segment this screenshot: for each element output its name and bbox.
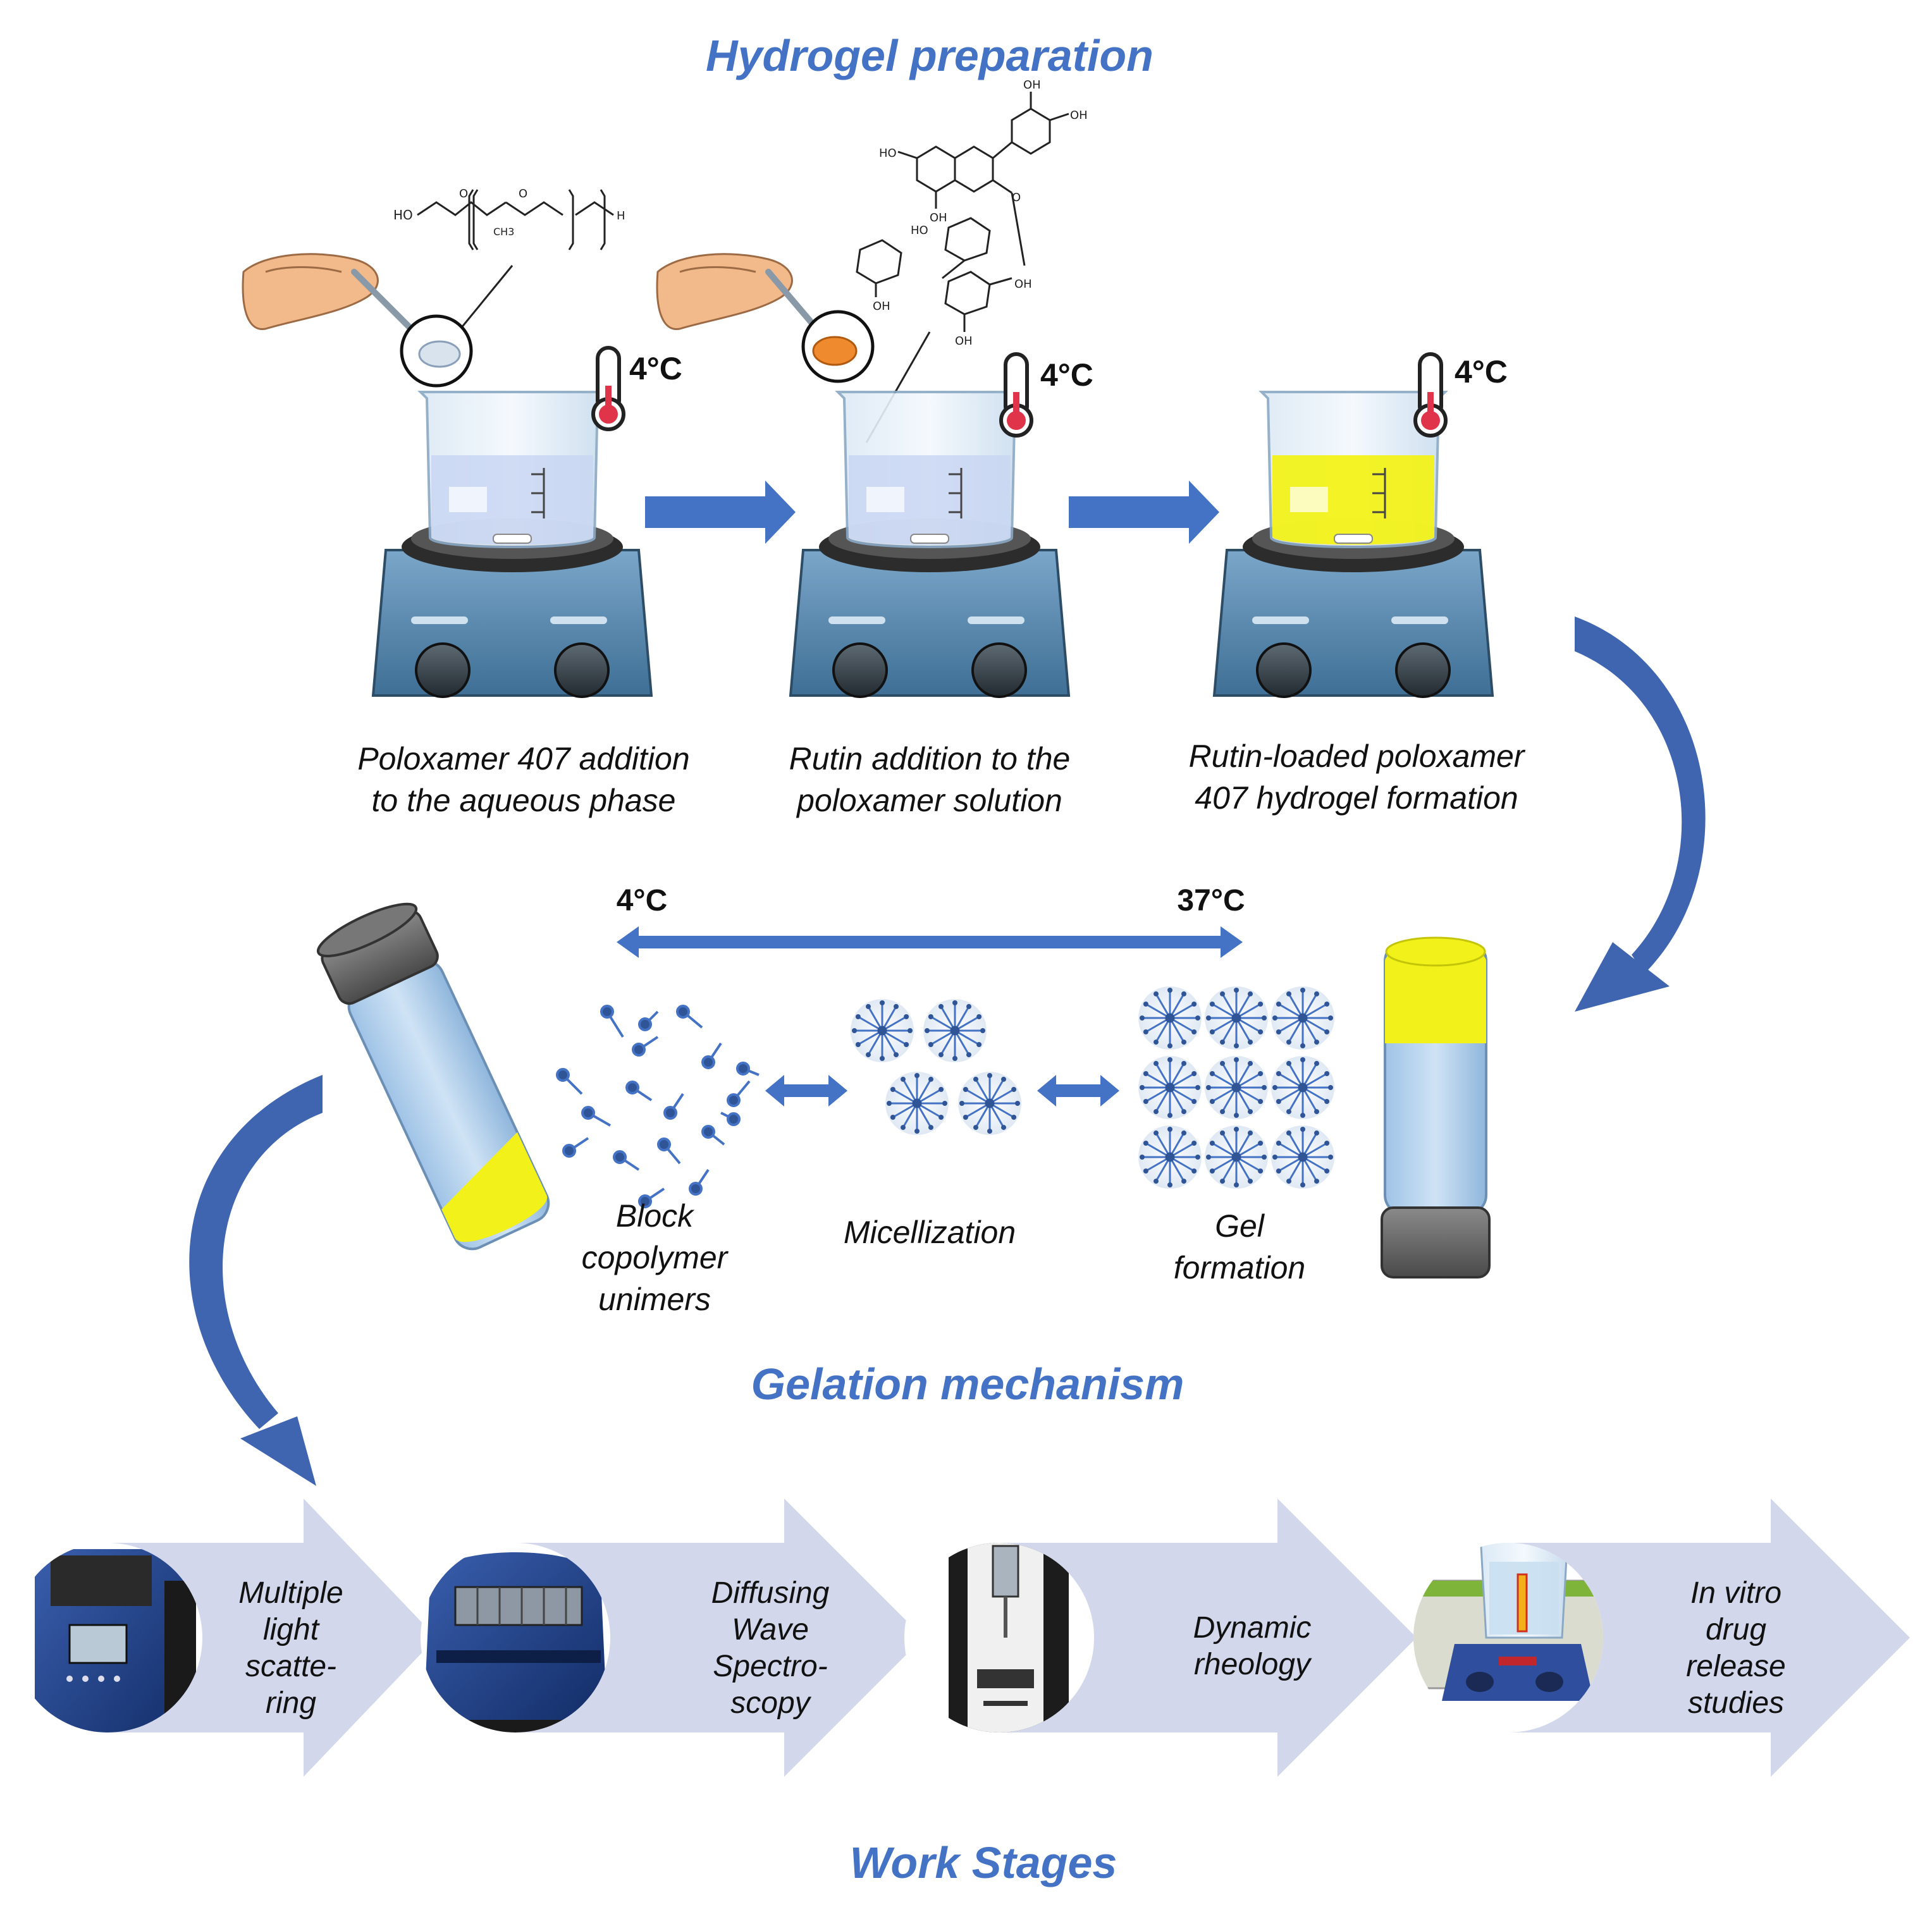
stage2-label-line4: scopy (730, 1686, 811, 1720)
poloxamer-label-o1: O (459, 187, 468, 200)
temp-label-step2: 4°C (1040, 357, 1093, 393)
rutin-label-o: O (1012, 191, 1021, 204)
stage4-label-line4: studies (1688, 1686, 1784, 1720)
rutin-label-oh1: OH (1023, 78, 1041, 92)
rutin-label-ho2: HO (911, 224, 928, 237)
step3-caption-line2: 407 hydrogel formation (1195, 780, 1518, 816)
rutin-label-oh3: OH (930, 211, 947, 224)
rutin-label-ho: HO (879, 147, 897, 160)
curved-arrow-down-left (189, 1075, 323, 1486)
rutin-label-oh5: OH (955, 334, 973, 348)
stage1-label-line3: scatte- (245, 1650, 336, 1683)
micelle-icon (1205, 986, 1268, 1050)
unimers-caption-line2: copolymer (582, 1240, 729, 1275)
step1-caption-line1: Poloxamer 407 addition (357, 741, 689, 776)
stage1-label-line2: light (263, 1613, 320, 1646)
poloxamer-label-ch3: CH3 (493, 226, 514, 238)
stage4-label-line3: release (1686, 1650, 1785, 1683)
micelle-icon (1138, 1125, 1202, 1189)
micellization-micelles (851, 999, 1021, 1135)
unimers-caption-line3: unimers (598, 1282, 711, 1317)
title-hydrogel-preparation: Hydrogel preparation (706, 31, 1154, 80)
step3-caption-line1: Rutin-loaded poloxamer (1189, 739, 1526, 774)
gel-micelles (1138, 986, 1334, 1189)
block-copolymer-unimers (556, 1005, 760, 1208)
stage4-label-line1: In vitro (1690, 1576, 1781, 1610)
rutin-structure: HO OH OH OH O OH OH HO OH (856, 78, 1088, 443)
step2-caption-line1: Rutin addition to the (789, 741, 1071, 776)
micelle-icon (1205, 1056, 1268, 1119)
rutin-label-oh6: OH (1014, 278, 1032, 291)
vial-tilted (316, 902, 550, 1251)
arrow-right-icon (645, 481, 796, 544)
vial-inverted (1381, 936, 1491, 1278)
hand-spoon-poloxamer (242, 253, 473, 388)
stage4-label-line2: drug (1706, 1613, 1766, 1646)
micelle-icon (1271, 1125, 1334, 1189)
double-arrow-temperature-icon (617, 926, 1243, 958)
temp-label-step3: 4°C (1455, 354, 1508, 389)
arrow-right-icon (1069, 481, 1219, 544)
thermometer-icon (999, 352, 1033, 438)
gel-caption-line2: formation (1174, 1250, 1305, 1285)
thermometer-icon (591, 346, 625, 431)
micelle-icon (1271, 986, 1334, 1050)
stage2-label-line2: Wave (732, 1613, 809, 1646)
micelle-icon (851, 999, 914, 1062)
stage3-label-line2: rheology (1194, 1648, 1312, 1681)
micelle-icon (1271, 1056, 1334, 1119)
hand-spoon-rutin (656, 253, 875, 383)
poloxamer-label-ho: HO (393, 207, 413, 223)
stirrer-beaker-3 (1212, 391, 1494, 698)
gel-caption-line1: Gel (1215, 1208, 1265, 1244)
unimers-caption-line1: Block (616, 1198, 695, 1234)
stage3-label-line1: Dynamic (1193, 1611, 1312, 1645)
stirrer-beaker-1 (371, 391, 653, 698)
double-arrow-icon (765, 1075, 847, 1107)
work-stage-chevron-2 (515, 1499, 923, 1777)
stage2-label-line1: Diffusing (711, 1576, 830, 1610)
gelation-temp-low: 4°C (617, 884, 668, 917)
gelation-temp-high: 37°C (1177, 884, 1245, 917)
stage1-label-line1: Multiple (238, 1576, 343, 1610)
title-work-stages: Work Stages (850, 1838, 1117, 1887)
micelle-icon (923, 999, 987, 1062)
micelle-icon (1205, 1125, 1268, 1189)
micelle-icon (958, 1072, 1021, 1135)
poloxamer-label-o2: O (519, 187, 527, 200)
drug-release-setup (1413, 1543, 1603, 1732)
micellization-caption: Micellization (844, 1215, 1016, 1250)
micelle-icon (885, 1072, 949, 1135)
step1-caption-line2: to the aqueous phase (372, 783, 676, 818)
stage1-label-line4: ring (266, 1686, 316, 1720)
thermometer-icon (1413, 352, 1448, 438)
rutin-label-oh4: OH (873, 300, 890, 313)
poloxamer-label-h: H (617, 209, 625, 223)
rutin-label-oh2: OH (1070, 109, 1088, 122)
work-stage-chevron-4 (1508, 1499, 1910, 1777)
curved-arrow-down-right (1575, 616, 1706, 1012)
stage2-label-line3: Spectro- (713, 1650, 827, 1683)
title-gelation-mechanism: Gelation mechanism (751, 1359, 1184, 1409)
work-stage-chevron-1 (108, 1499, 436, 1777)
stirrer-beaker-2 (789, 391, 1071, 698)
step2-caption-line2: poloxamer solution (796, 783, 1062, 818)
poloxamer-structure: HO O O CH3 H (393, 187, 625, 336)
work-stage-chevron-3 (999, 1499, 1417, 1777)
rheometer-instrument (904, 1543, 1094, 1732)
micelle-icon (1138, 1056, 1202, 1119)
temp-label-step1: 4°C (629, 351, 682, 386)
micelle-icon (1138, 986, 1202, 1050)
double-arrow-icon (1037, 1075, 1119, 1107)
